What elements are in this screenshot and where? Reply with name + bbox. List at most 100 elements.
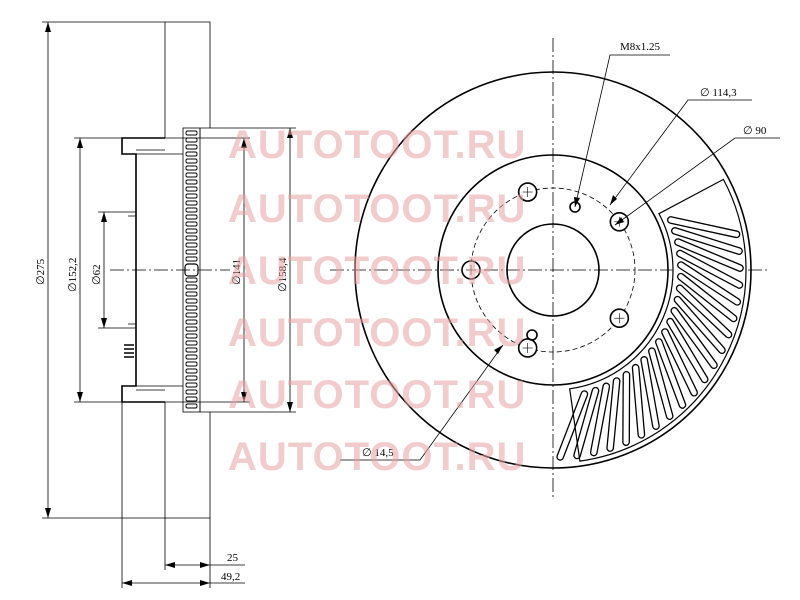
- vent-slots: [184, 130, 199, 409]
- vent-slot: [185, 305, 198, 311]
- dim-hat-diameter: ∅152,2: [67, 258, 79, 292]
- dim-outer-diameter: ∅275: [35, 258, 47, 285]
- label-bolt-hole: ∅ 14,5: [362, 447, 394, 459]
- dim-line-62: [98, 211, 122, 329]
- vent-slot: [185, 389, 198, 395]
- vent-slot: [185, 179, 198, 185]
- dim-total-height: 49,2: [221, 571, 240, 583]
- vent-fin: [573, 386, 600, 460]
- vent-slot: [185, 326, 198, 332]
- vent-slot: [185, 165, 198, 171]
- vent-fin: [648, 347, 674, 420]
- vent-fin: [606, 377, 621, 452]
- hat-inner: [136, 149, 183, 391]
- vent-fin: [661, 328, 698, 397]
- watermark-3: AUTOTOOT.RU: [228, 249, 526, 293]
- vent-slot: [185, 144, 198, 150]
- vent-sector: [569, 178, 747, 462]
- vent-slot: [185, 214, 198, 220]
- vent-slot: [185, 200, 198, 206]
- dim-line-141: [200, 137, 250, 403]
- vent-slot: [185, 396, 198, 402]
- dim-line-275: [42, 21, 165, 519]
- vent-slot: [185, 333, 198, 339]
- vent-fin: [666, 317, 709, 384]
- vent-fin: [671, 227, 743, 255]
- dim-line-49: [121, 402, 245, 588]
- vent-slot: [185, 312, 198, 318]
- vent-slot: [185, 242, 198, 248]
- vent-slot: [185, 228, 198, 234]
- friction-ring-top: [164, 21, 211, 139]
- vent-slot: [185, 382, 198, 388]
- vent-slot: [185, 284, 198, 290]
- label-pilot: ∅ 90: [743, 125, 767, 137]
- vent-fin: [676, 249, 744, 289]
- watermark-2: AUTOTOOT.RU: [228, 187, 526, 231]
- leader-bolt-hole: [340, 344, 504, 461]
- vent-slot: [185, 298, 198, 304]
- dim-inner-vent: ∅141: [231, 259, 243, 285]
- vent-fin: [622, 371, 631, 446]
- vent-slot: [185, 340, 198, 346]
- watermark-4: AUTOTOOT.RU: [228, 311, 526, 355]
- dim-arrows-25: [165, 562, 210, 568]
- vent-slot: [185, 207, 198, 213]
- vent-slot: [185, 361, 198, 367]
- watermark-1: AUTOTOOT.RU: [228, 123, 526, 167]
- dim-arrows-49: [122, 580, 210, 586]
- vent-slot: [185, 291, 198, 297]
- vent-slot: [185, 137, 198, 143]
- vent-slot: [185, 368, 198, 374]
- vent-fin: [677, 261, 742, 306]
- vent-fin: [670, 306, 718, 370]
- watermark-6: AUTOTOOT.RU: [228, 435, 526, 479]
- vent-slot: [185, 193, 198, 199]
- vent-fin: [667, 216, 741, 239]
- vent-fin: [673, 295, 726, 355]
- vent-fin: [674, 238, 744, 272]
- section-view: ∅275 ∅152,2 ∅62 ∅141 ∅158,4 25: [35, 21, 296, 588]
- vent-fin: [677, 272, 738, 323]
- hat-edge: [437, 154, 669, 386]
- vent-slot: [185, 186, 198, 192]
- vent-slot: [185, 277, 198, 283]
- dim-center-bore: ∅62: [91, 264, 103, 285]
- label-bolt-circle: ∅ 114,3: [700, 87, 737, 99]
- vent-slot: [185, 375, 198, 381]
- leader-bolt-hole-arrow: [494, 345, 503, 354]
- vent-fins: [556, 178, 747, 462]
- label-thread: M8x1.25: [620, 41, 661, 53]
- disc-outer-edge: [354, 71, 752, 469]
- vent-slot: [185, 319, 198, 325]
- leader-pilot-arrow: [615, 217, 624, 225]
- vent-fin: [640, 356, 660, 430]
- vent-fin: [631, 363, 646, 439]
- dim-thickness: 25: [227, 552, 239, 564]
- front-view: M8x1.25 ∅ 114,3 ∅ 90 ∅ 14,5: [330, 38, 780, 498]
- vent-fin: [675, 284, 733, 339]
- center-bore: [506, 223, 600, 317]
- leader-bolt-circle: [609, 99, 752, 206]
- vent-slot: [185, 249, 198, 255]
- stud-mark: [124, 344, 134, 358]
- vent-slot: [185, 235, 198, 241]
- watermark-5: AUTOTOOT.RU: [228, 373, 526, 417]
- vent-fin: [556, 390, 589, 461]
- leader-thread: [574, 54, 670, 208]
- dim-line-152: [74, 137, 122, 403]
- vent-slot: [185, 256, 198, 262]
- vent-slot: [185, 158, 198, 164]
- leader-bolt-circle-arrow: [610, 195, 617, 205]
- dim-outer-vent: ∅158,4: [277, 257, 289, 292]
- dim-line-158: [210, 127, 296, 413]
- vent-slot: [185, 151, 198, 157]
- threaded-hole-bottom: [526, 329, 538, 341]
- bore-step: [122, 211, 136, 329]
- vent-fin: [589, 382, 611, 457]
- leader-thread-arrow: [574, 197, 580, 207]
- vent-slot: [185, 354, 198, 360]
- bolt-holes: [461, 182, 630, 358]
- vent-slot: [185, 221, 198, 227]
